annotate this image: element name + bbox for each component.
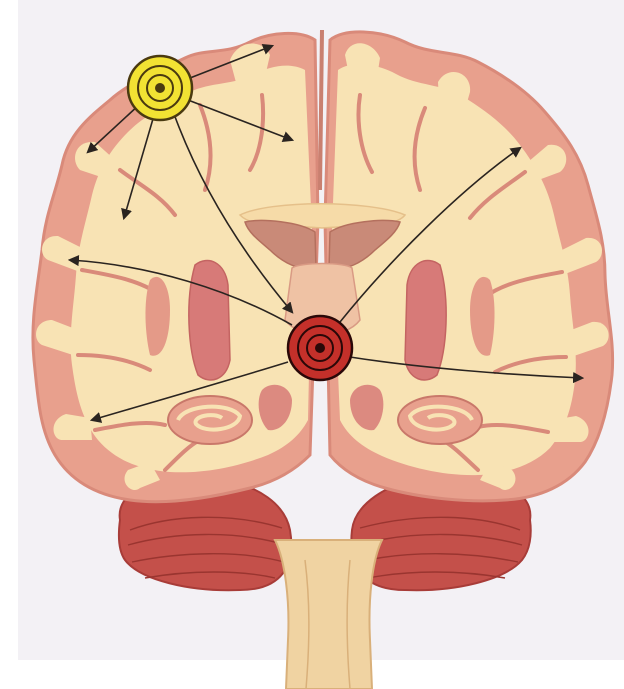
basal-ganglia-right	[405, 261, 446, 380]
hippocampus-right	[398, 396, 482, 444]
longitudinal-fissure	[320, 30, 322, 190]
brainstem	[275, 540, 382, 689]
deep-seizure-focus	[288, 316, 352, 380]
basal-ganglia-left	[189, 261, 230, 380]
cortical-seizure-focus	[128, 56, 192, 120]
hippocampus-left	[168, 396, 252, 444]
